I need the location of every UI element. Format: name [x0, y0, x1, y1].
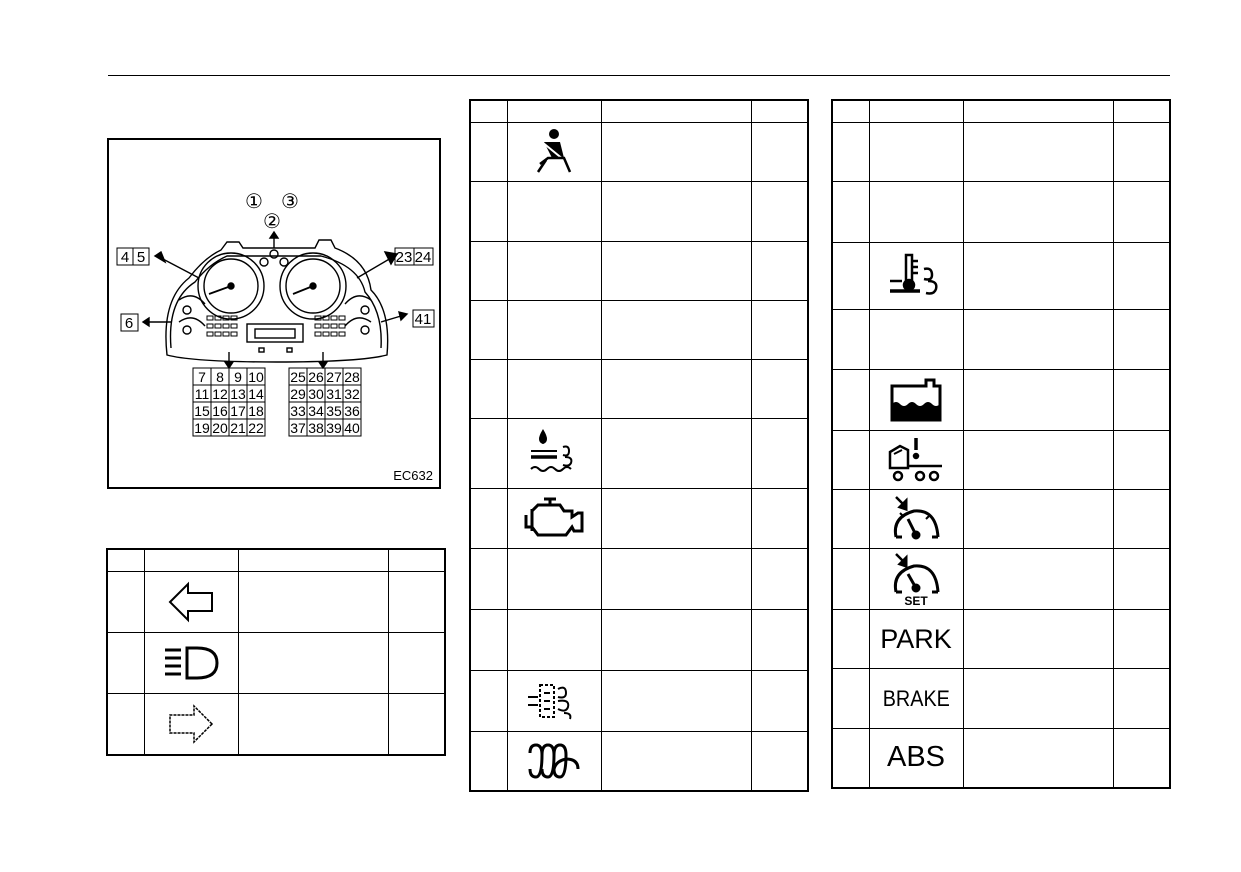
left-arrow-icon — [143, 571, 239, 633]
brake-indicator: BRAKE — [868, 668, 964, 729]
exhaust-temp-icon — [868, 242, 964, 310]
header-rule — [108, 75, 1170, 76]
park-label: PARK — [880, 623, 952, 654]
connector-pin-14: 14 — [248, 386, 264, 402]
figure-code: EC632 — [393, 468, 433, 483]
connector-pin-28: 28 — [344, 369, 360, 385]
abs-label: ABS — [886, 741, 946, 774]
glow-plug-icon — [506, 731, 602, 791]
right-arrow-icon — [143, 693, 239, 755]
connector-pin-38: 38 — [308, 420, 324, 436]
brake-label: BRAKE — [882, 685, 950, 711]
coolant-level-icon — [868, 369, 964, 431]
connector-pin-18: 18 — [248, 403, 264, 419]
connector-pin-15: 15 — [194, 403, 210, 419]
connector-pin-31: 31 — [326, 386, 342, 402]
callout-1: ① — [245, 189, 263, 213]
connector-pin-27: 27 — [326, 369, 342, 385]
check-engine-icon — [506, 488, 602, 549]
cruise-control-icon — [868, 489, 964, 549]
connector-pin-20: 20 — [212, 420, 228, 436]
exhaust-filter-icon — [506, 670, 602, 732]
water-in-fuel-icon — [506, 418, 602, 489]
cruise-set-icon: SET — [868, 548, 964, 610]
label-24: 24 — [415, 249, 432, 266]
connector-pin-29: 29 — [290, 386, 306, 402]
park-indicator: PARK — [868, 609, 964, 669]
connector-pin-7: 7 — [198, 369, 206, 385]
connector-pin-32: 32 — [344, 386, 360, 402]
connector-pin-8: 8 — [216, 369, 224, 385]
connector-pin-13: 13 — [230, 386, 246, 402]
connector-pin-39: 39 — [326, 420, 342, 436]
label-23: 23 — [396, 249, 413, 266]
abs-indicator: ABS — [868, 728, 964, 788]
connector-pin-30: 30 — [308, 386, 324, 402]
connector-pin-17: 17 — [230, 403, 246, 419]
label-5: 5 — [137, 249, 145, 266]
connector-pin-21: 21 — [230, 420, 246, 436]
indicator-table-right: SET PARK BRAKE ABS — [831, 99, 1171, 789]
connector-pin-36: 36 — [344, 403, 360, 419]
label-6: 6 — [125, 315, 133, 332]
indicator-table-middle — [469, 99, 809, 792]
connector-pin-9: 9 — [234, 369, 242, 385]
connector-pin-19: 19 — [194, 420, 210, 436]
connector-pin-12: 12 — [212, 386, 228, 402]
connector-pin-26: 26 — [308, 369, 324, 385]
connector-pin-25: 25 — [290, 369, 306, 385]
connector-pin-37: 37 — [290, 420, 306, 436]
connector-pin-16: 16 — [212, 403, 228, 419]
cruise-set-label: SET — [904, 594, 928, 606]
connector-pin-10: 10 — [248, 369, 264, 385]
high-beam-icon — [143, 632, 239, 694]
connector-pin-34: 34 — [308, 403, 324, 419]
connector-pin-40: 40 — [344, 420, 360, 436]
connector-pin-33: 33 — [290, 403, 306, 419]
connector-pin-22: 22 — [248, 420, 264, 436]
seatbelt-icon — [506, 122, 602, 182]
cab-tilt-icon — [868, 430, 964, 490]
connector-pin-11: 11 — [195, 386, 210, 402]
label-4: 4 — [121, 249, 129, 266]
indicator-table-small — [106, 548, 446, 756]
label-41: 41 — [415, 311, 432, 328]
callout-3: ③ — [281, 189, 299, 213]
connector-pin-35: 35 — [326, 403, 342, 419]
callout-2: ② — [263, 209, 281, 233]
